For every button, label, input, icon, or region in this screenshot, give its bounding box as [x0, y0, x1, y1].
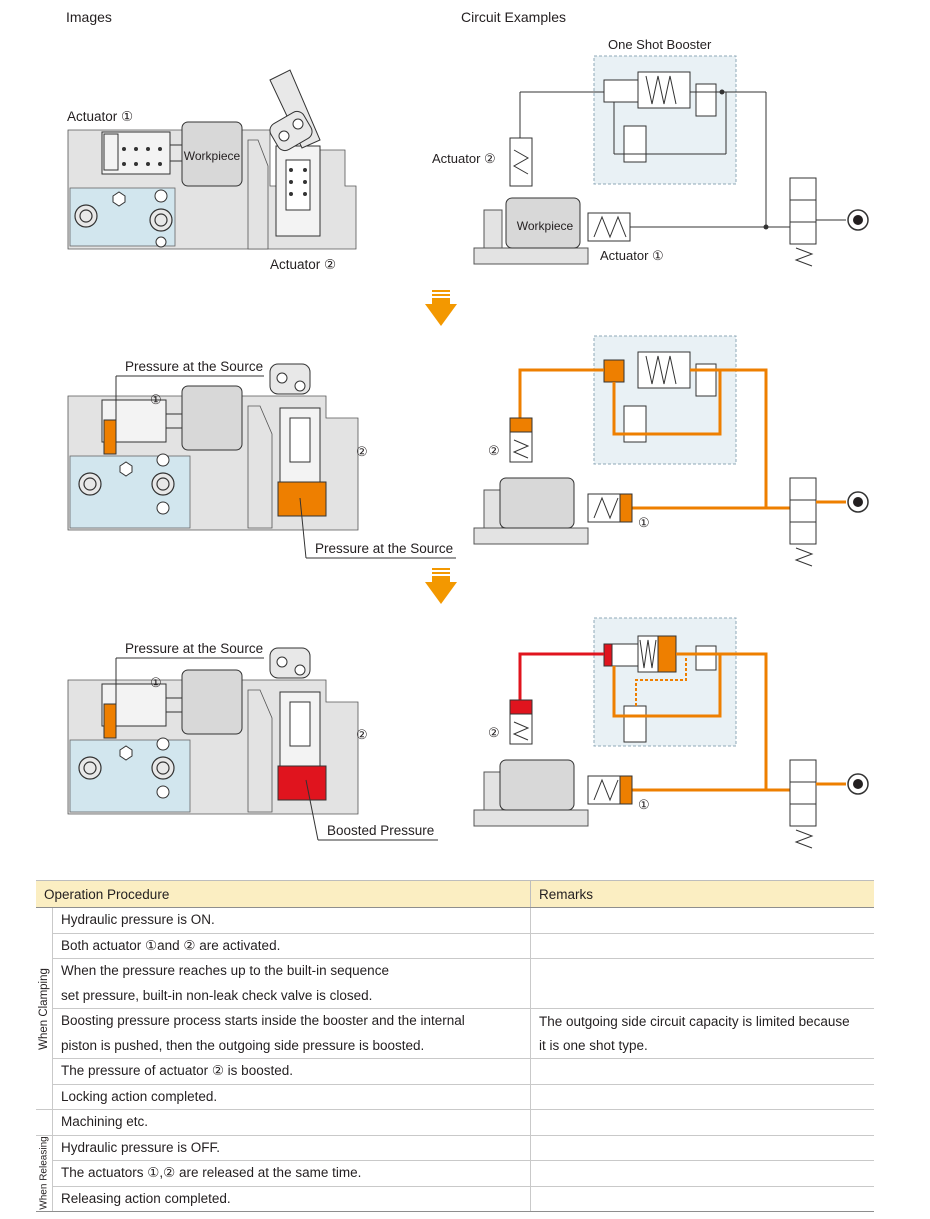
table-row: Both actuator ①and ② are activated.	[36, 933, 874, 959]
pressure-source-label-2b: Pressure at the Source	[315, 541, 453, 556]
operation-procedure-table: Operation Procedure Remarks When Clampin…	[36, 880, 874, 1212]
table-row: The pressure of actuator ② is boosted.	[36, 1058, 874, 1085]
num1-label-3: ①	[150, 675, 162, 690]
table-row: When Clamping Hydraulic pressure is ON.	[36, 907, 874, 1110]
table-row: set pressure, built-in non-leak check va…	[36, 983, 874, 1009]
num2-label-circ2: ②	[488, 443, 500, 458]
down-arrow-icon	[425, 290, 457, 326]
actuator2-label-img: Actuator ②	[270, 257, 336, 272]
circuit-examples-header: Circuit Examples	[461, 9, 567, 25]
table-row: Locking action completed.	[36, 1084, 874, 1110]
circuit-diagram-1: One Shot Booster Workpiece	[473, 37, 869, 267]
fixture-image-1: Workpiece	[67, 69, 357, 250]
pressure-source-label-3: Pressure at the Source	[125, 641, 263, 656]
down-arrow-icon-2	[425, 568, 457, 604]
table-row: When Releasing Hydraulic pressure is OFF…	[36, 1135, 874, 1212]
num1-label-circ2: ①	[638, 515, 650, 530]
num2-label-2: ②	[356, 444, 368, 459]
table-row: When the pressure reaches up to the buil…	[36, 958, 874, 1009]
group-clamping: When Clamping	[36, 907, 53, 1110]
pressure-source-label-2a: Pressure at the Source	[125, 359, 263, 374]
fixture-image-3	[67, 647, 359, 815]
table-row: piston is pushed, then the outgoing side…	[36, 1033, 874, 1059]
table-row: Machining etc.	[36, 1109, 874, 1136]
images-header: Images	[66, 9, 112, 25]
diagram-area: Workpiece Actuator ① Actuator ② One Shot…	[67, 37, 869, 849]
actuator1-label-img: Actuator ①	[67, 109, 133, 124]
num1-label-2: ①	[150, 392, 162, 407]
one-shot-booster-label: One Shot Booster	[608, 37, 712, 52]
table-row: Releasing action completed.	[36, 1186, 874, 1212]
workpiece-label-1: Workpiece	[184, 149, 241, 163]
actuator2-label-circuit: Actuator ②	[432, 151, 496, 166]
num1-label-circ3: ①	[638, 797, 650, 812]
circuit-diagram-2	[473, 335, 869, 567]
column-header-remarks: Remarks	[530, 880, 874, 908]
num2-label-3: ②	[356, 727, 368, 742]
boosted-pressure-label: Boosted Pressure	[327, 823, 434, 838]
actuator1-label-circuit: Actuator ①	[600, 248, 664, 263]
circuit-diagram-3	[473, 617, 869, 849]
group-releasing: When Releasing	[36, 1135, 53, 1212]
num2-label-circ3: ②	[488, 725, 500, 740]
table-row: Boosting pressure process starts inside …	[36, 1008, 874, 1034]
column-header-procedure: Operation Procedure	[36, 880, 531, 908]
table-row: The actuators ①,② are released at the sa…	[36, 1160, 874, 1187]
fixture-image-2	[67, 363, 359, 531]
workpiece-label-circuit: Workpiece	[517, 219, 574, 233]
